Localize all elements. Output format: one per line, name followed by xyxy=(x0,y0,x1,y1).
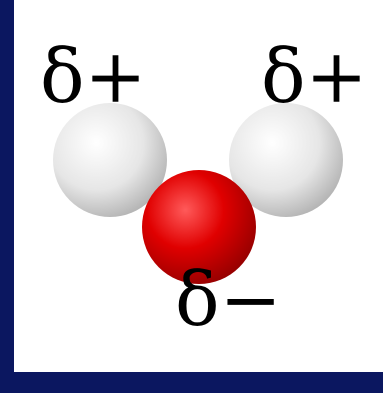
hydrogen-atom-left xyxy=(53,103,167,217)
partial-positive-label-left: δ+ xyxy=(40,34,147,120)
hydrogen-atom-right xyxy=(229,103,343,217)
partial-positive-label-right: δ+ xyxy=(261,34,368,120)
partial-negative-label: δ− xyxy=(175,257,282,343)
oxygen-atom xyxy=(142,170,256,284)
